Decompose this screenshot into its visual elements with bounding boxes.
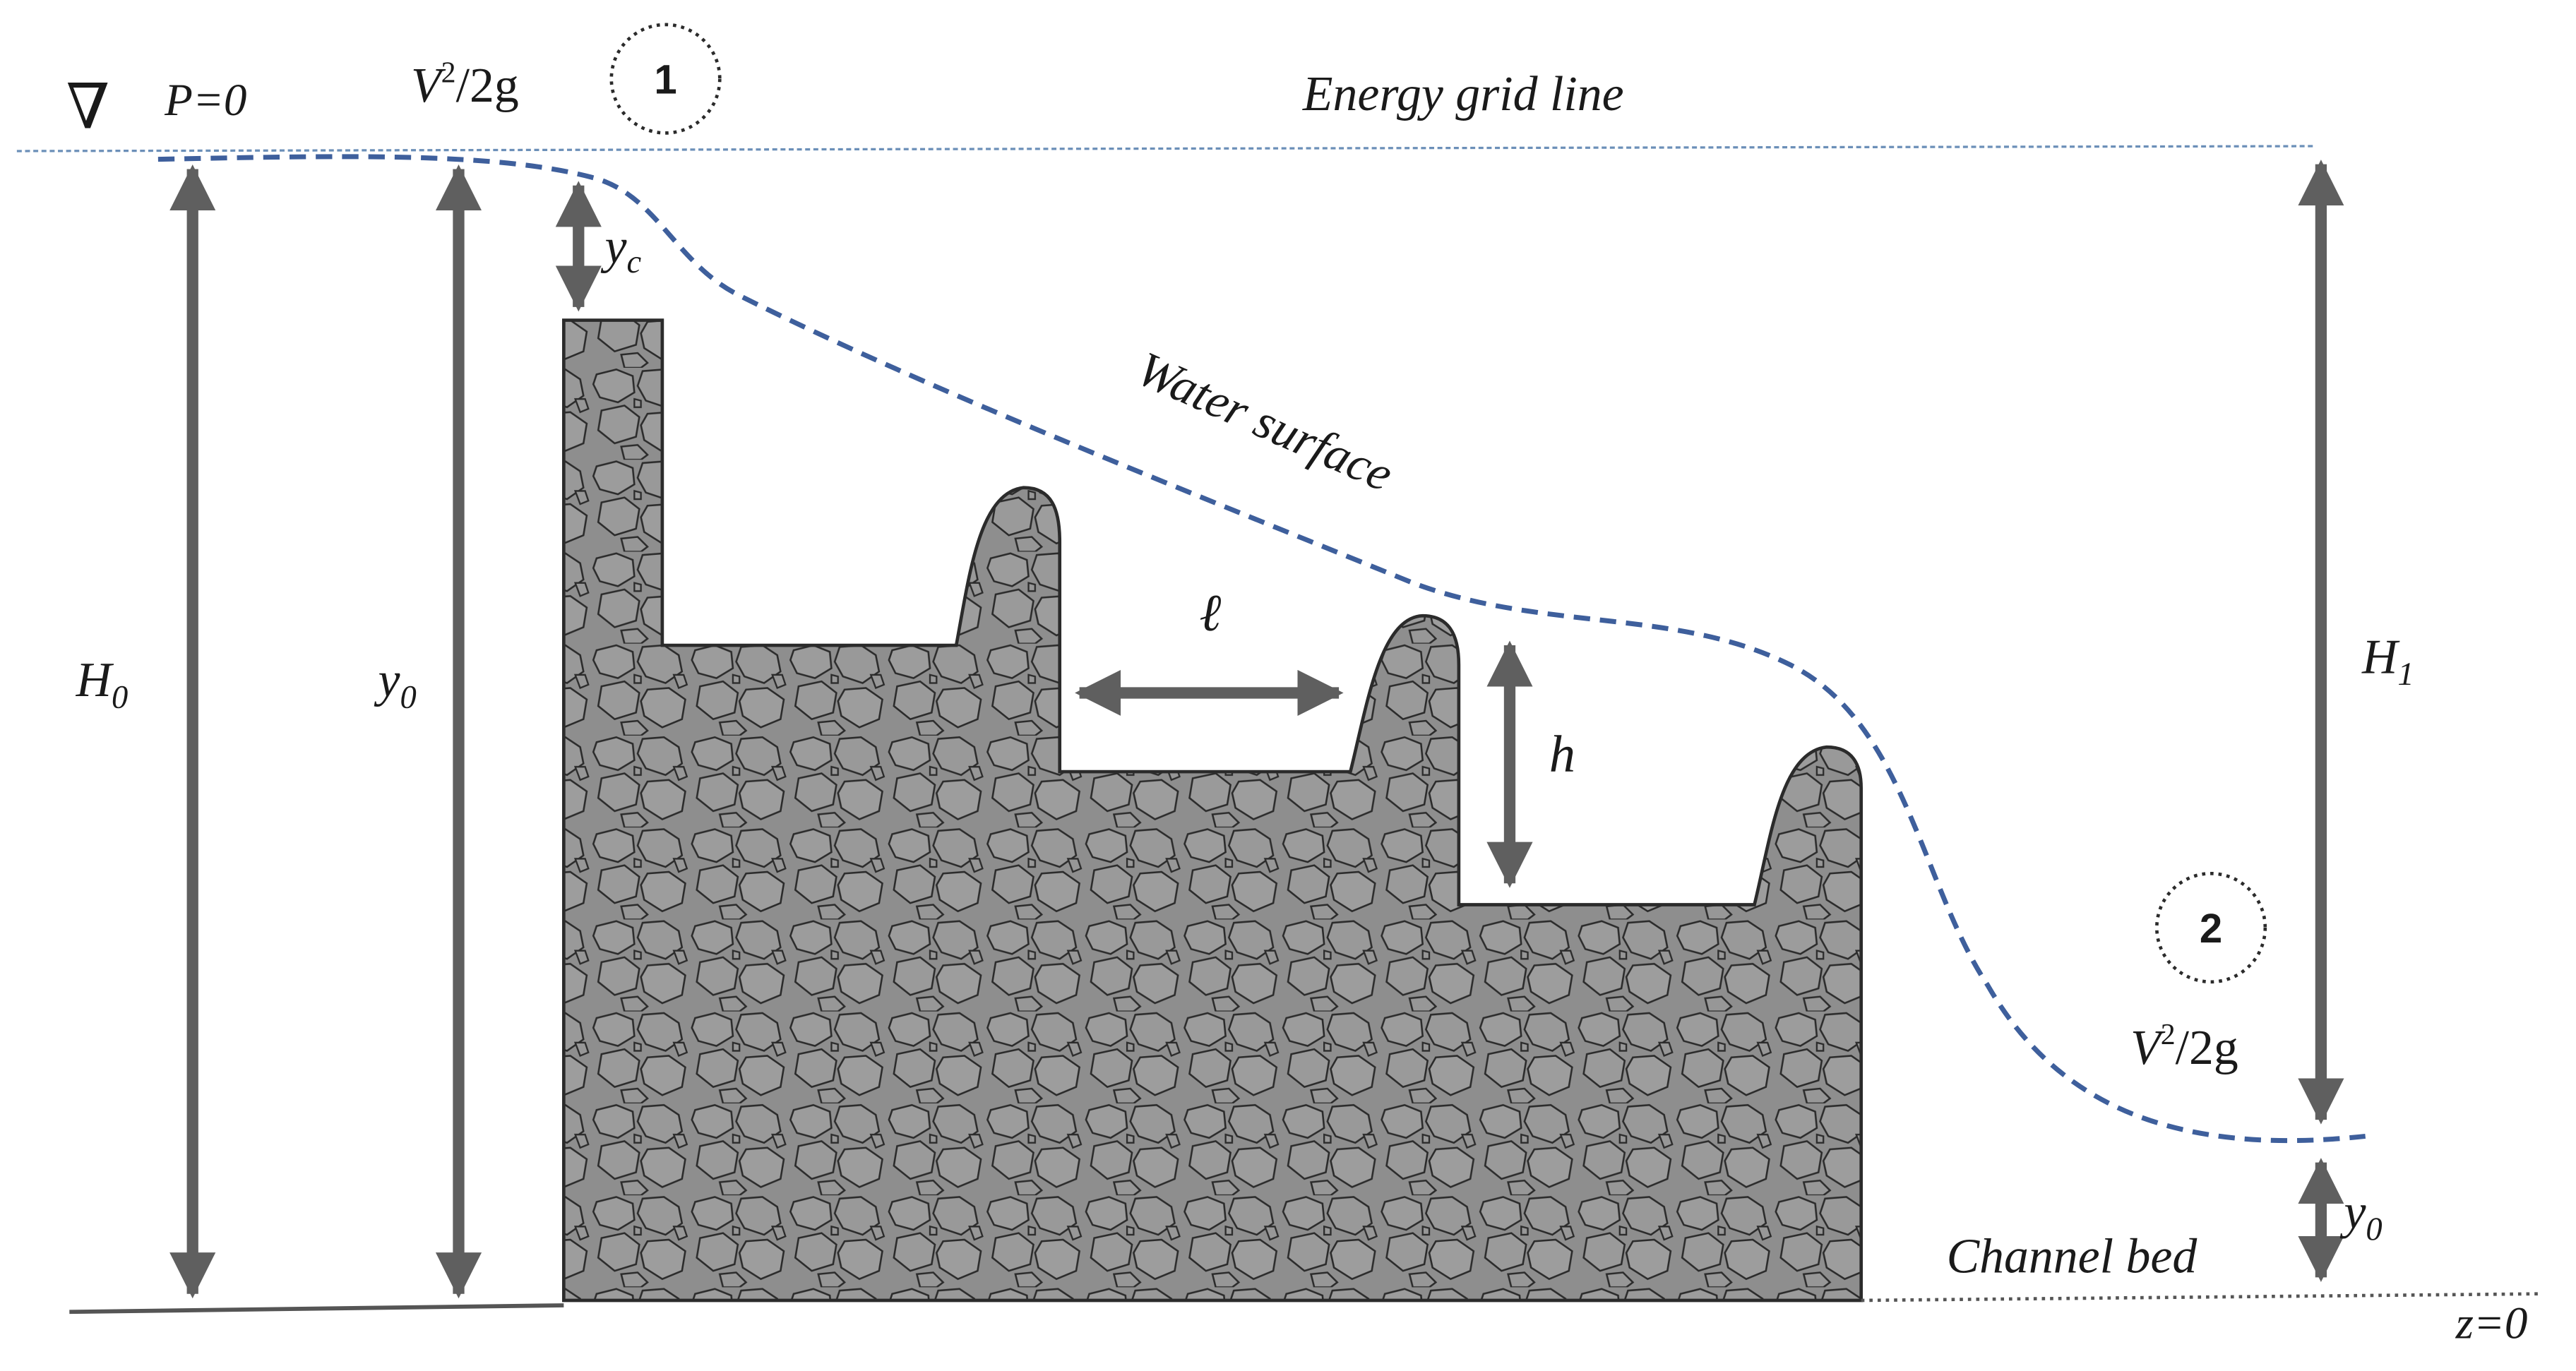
H1-label: H1 bbox=[2361, 630, 2414, 693]
section-1-circle bbox=[609, 23, 722, 135]
step-length-label: ℓ bbox=[1199, 585, 1221, 642]
velocity-head-1-label: V2/2g bbox=[411, 56, 519, 113]
channel-bed-label: Channel bed bbox=[1947, 1229, 2198, 1283]
channel-bed-downstream bbox=[1861, 1292, 2538, 1303]
section-1-label: 1 bbox=[654, 57, 676, 103]
H0-label: H0 bbox=[76, 653, 129, 715]
stepped-spillway-body bbox=[562, 318, 1864, 1303]
velocity-head-2-label: V2/2g bbox=[2130, 1019, 2238, 1075]
section-2-label: 2 bbox=[2200, 906, 2222, 952]
energy-grade-line-label: Energy grid line bbox=[1302, 67, 1624, 121]
water-surface-label: Water surface bbox=[1129, 342, 1401, 503]
step-height-label: h bbox=[1549, 726, 1575, 784]
channel-bed-upstream bbox=[69, 1303, 564, 1315]
nabla-symbol: ∇ bbox=[66, 73, 110, 142]
energy-grade-line bbox=[16, 145, 2316, 152]
water-surface-line bbox=[157, 154, 2366, 1144]
pressure-zero-label: P=0 bbox=[164, 75, 246, 126]
y0-right-label: y0 bbox=[2339, 1185, 2382, 1247]
datum-label: z=0 bbox=[2455, 1298, 2528, 1348]
section-2-circle bbox=[2154, 871, 2267, 984]
y0-left-label: y0 bbox=[374, 653, 417, 715]
critical-depth-label: yc bbox=[600, 220, 641, 280]
